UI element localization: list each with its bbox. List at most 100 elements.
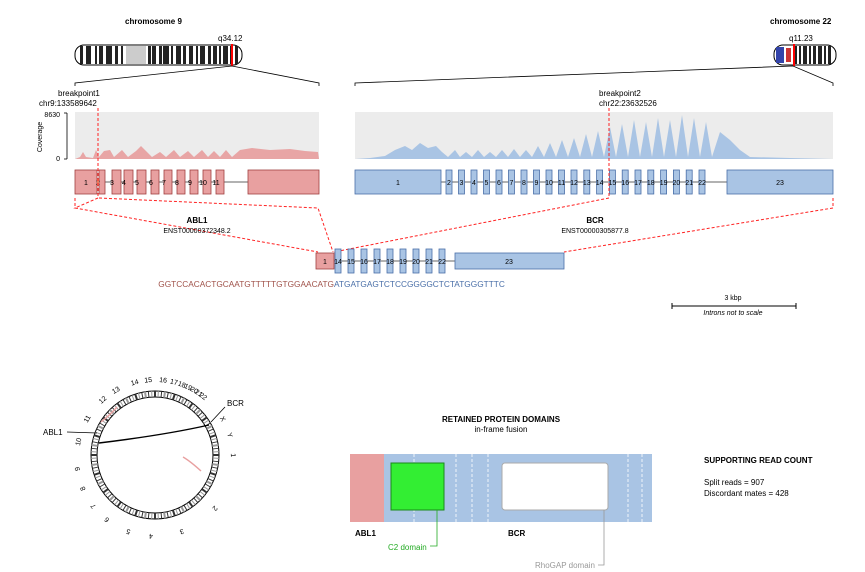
fusion-exon-b-label: 16 [360,259,368,266]
domains-gene-b: BCR [508,529,526,538]
circos-band [175,508,179,515]
gene-b-exon-label: 4 [472,180,476,187]
circos-band [171,509,176,517]
chr9-band [159,46,162,64]
chromosome-b-band: q11.23 [789,34,813,43]
circos-chromosome-label: 10 [75,437,83,446]
circos-band [212,447,219,450]
gene-b-exon [483,169,490,195]
rhogap-domain-label: RhoGAP domain [535,561,595,570]
scale-bar-label: 3 kbp [724,295,741,302]
circos-band [186,401,191,407]
c2-domain-box [390,462,445,511]
chr9-band [121,46,123,64]
fusion-exon-b [373,248,381,274]
gene-a-exon-label: 8 [175,180,179,187]
circos-band [107,493,113,499]
coverage-max: 8630 [44,112,60,119]
chr9-band [99,46,103,64]
gene-a-exon [247,169,320,195]
circos-band [147,391,150,398]
gene-b-exon-label: 3 [460,180,464,187]
gene-b-exon [470,169,478,195]
gene-b-exon [609,169,616,195]
circos-band [193,497,199,503]
circos-band [169,393,173,400]
circos-band [188,501,194,508]
gene-b-exon-label: 17 [634,180,642,187]
circos-gene-a-leader [66,431,98,434]
circos-band [101,486,107,491]
gene-b-exon-label: 11 [558,180,565,187]
gene-a-exon-label: 9 [188,180,192,187]
fusion-exon-b-label: 17 [373,259,381,266]
fusion-exon-b [386,248,394,274]
circos-chromosome-label: 5 [125,527,131,535]
circos-band [207,478,214,482]
circos-chromosome-label: 13 [111,386,121,396]
circos-band [183,504,188,511]
circos-chromosome-label: X [218,415,227,423]
chr9-band [176,46,181,64]
circos-band [183,399,188,406]
gene-b-exon [495,169,503,195]
gene-a-exon-label: 10 [199,180,207,187]
circos-gene-b-label: BCR [227,399,244,408]
chr22-breakpoint-mark [793,44,795,66]
circos-chromosome-label: 20 [189,386,199,396]
gene-b-exon [726,169,834,195]
circos-band [209,471,217,476]
circos-band [93,471,101,476]
circos-band [99,422,106,427]
circos-band [109,495,115,501]
gene-a-exon-label: 5 [135,180,139,187]
chr9-band [189,46,193,64]
chr22-band [794,46,797,64]
circos-band [137,393,141,400]
circos-band [125,506,130,513]
gene-a-name: ABL1 [187,216,208,225]
chr9-band [148,46,151,64]
gene-a-exon [163,169,173,195]
circos-band [114,499,119,506]
gene-b-exon [583,169,591,195]
gene-b-exon [673,169,680,195]
circos-band [144,391,147,398]
chr22-band [824,46,826,64]
circos-chromosome-label: 17 [169,378,178,387]
fusion-exon-b-label: 14 [334,259,342,266]
circos-band [166,392,169,399]
circos-band [122,399,127,406]
gene-a-exon [111,169,122,195]
chr9-band [219,46,221,64]
circos-band [96,428,103,432]
circos-band [188,402,194,409]
gene-b-exon [445,169,453,195]
circos-band [193,407,199,413]
gene-b-exon-label: 7 [510,180,514,187]
circos-band [128,396,132,403]
gene-a-exon-label: 1 [84,180,88,187]
fusion-exon-b [438,248,446,274]
chr22-band [809,46,811,64]
breakpoint1-label: breakpoint1 [58,89,100,98]
circos-chromosome-label: 19 [183,383,193,393]
circos-band [195,409,201,415]
circos-band [102,416,109,422]
circos-band [131,508,135,515]
fusion-sequence-b: ATGATGAGTCTCCGGGGCTCTATGGGTTTC [334,279,505,289]
circos-band [178,396,182,403]
gene-models: 1234567891011123456789101112131415161718… [73,108,834,253]
circos-band [175,395,179,402]
fusion-exon-b-label: 19 [399,259,407,266]
circos-band [119,503,124,509]
circos-chromosome-label: 4 [149,532,153,539]
circos-band [210,437,217,441]
circos-band [97,425,104,430]
gene-b-exon-label: 23 [776,180,784,187]
gene-b-exon-label: 20 [673,180,681,187]
fusion-exon-a [315,252,335,270]
fusion-exon-b [334,248,342,274]
chr22-band [813,46,816,64]
gene-a-exon [176,169,186,195]
